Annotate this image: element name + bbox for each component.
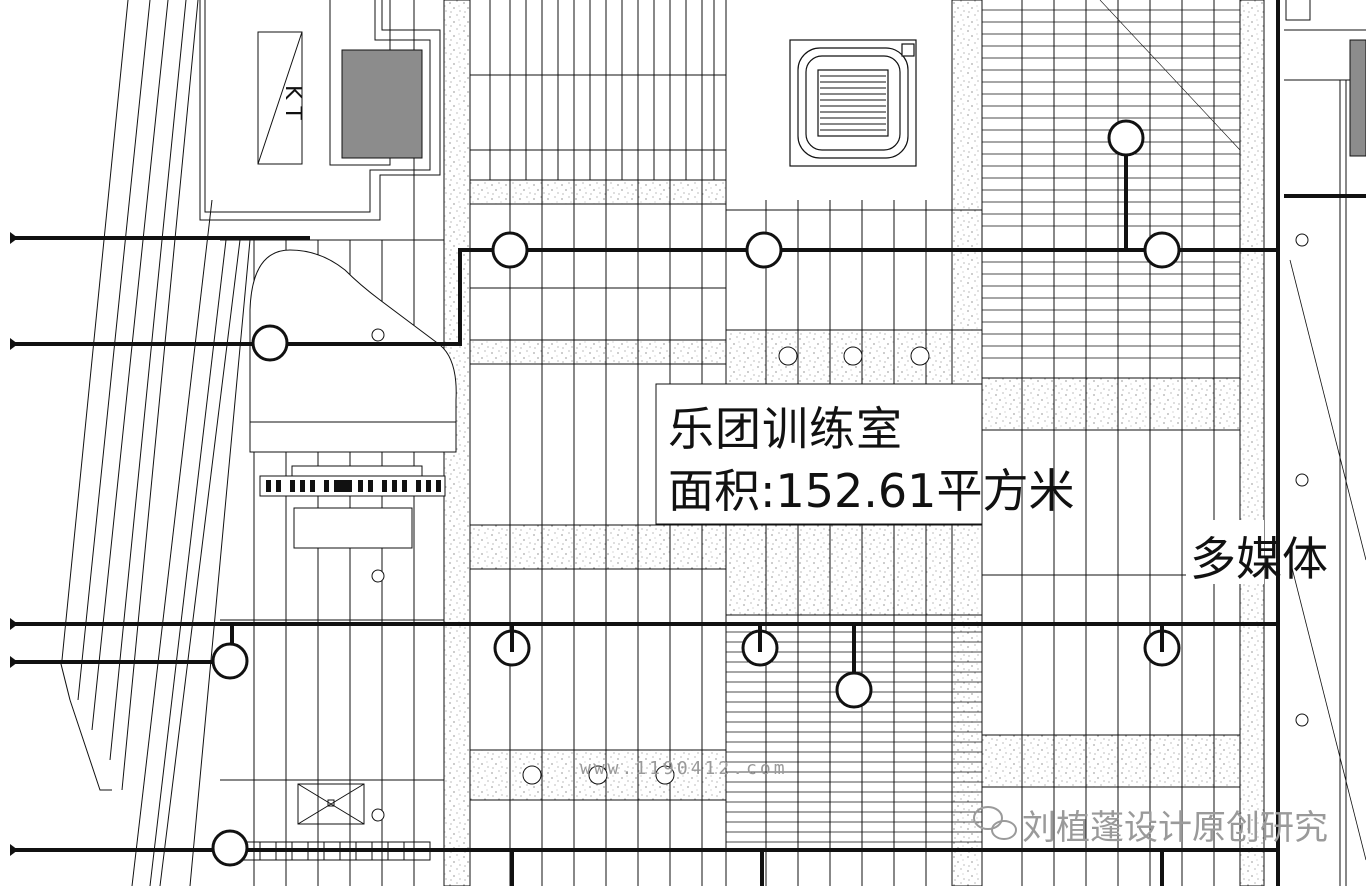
piano-keys [266,480,441,492]
ac-grille [820,75,886,131]
grand-piano [249,249,457,549]
left-wall-bands [59,0,251,886]
watermark-brand: 刘植蓬设计原创研究 [1022,808,1328,848]
downlights [371,233,1309,822]
label-backdrop-right [1186,520,1264,584]
wechat-icon [973,806,1017,840]
label-backdrop [655,383,983,525]
wire-end-markers [10,232,18,856]
room-area-label: 面积:152.61平方米 [668,464,1075,518]
right-corridor [1099,0,1366,886]
hatch-upper-right [982,9,1240,359]
kt-label: K T [280,85,305,120]
watermark-url: www.1190412.com [580,758,788,779]
plank-ticks [489,0,715,180]
light-fixtures [211,119,1181,867]
room-name-label: 乐团训练室 [668,402,903,456]
plank-lines-horizontal [220,74,1240,801]
ac-cassette-unit [789,39,917,167]
adjacent-room-label: 多媒体 [1190,532,1328,586]
kt-column [199,0,441,221]
fixture-drops [510,630,1164,652]
equipment-x-box [297,783,365,825]
